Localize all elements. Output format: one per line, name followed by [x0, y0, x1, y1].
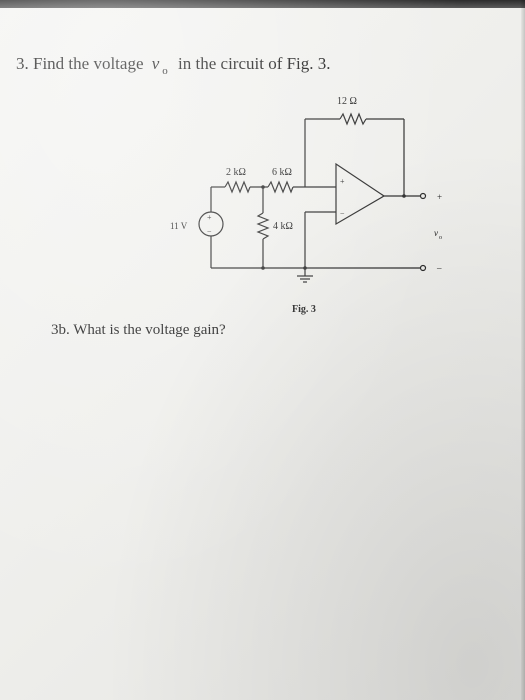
label-source-minus: − [207, 227, 212, 236]
figure-caption: Fig. 3 [292, 304, 316, 315]
junction-node-bottom [261, 266, 265, 270]
label-opamp-minus: − [340, 209, 345, 218]
question-subscript: o [162, 65, 168, 77]
label-2k: 2 kΩ [226, 167, 246, 178]
label-12ohm: 12 Ω [337, 96, 357, 107]
junction-node-top [261, 185, 265, 189]
label-out-var: v [434, 228, 438, 238]
label-source: 11 V [170, 221, 188, 231]
question-number: 3. [16, 54, 29, 73]
opamp-symbol [335, 162, 386, 226]
label-6k: 6 kΩ [272, 167, 292, 178]
label-4k: 4 kΩ [273, 221, 293, 232]
label-out-sub: o [439, 235, 442, 241]
label-out-plus: + [437, 192, 442, 202]
output-terminal-minus [419, 264, 427, 272]
junction-node-output [402, 194, 406, 198]
page-top-edge [0, 0, 525, 8]
resistor-4k [256, 212, 270, 240]
page-right-edge [521, 0, 525, 700]
label-opamp-plus: + [340, 177, 345, 186]
resistor-12ohm [339, 112, 367, 126]
question-suffix: in the circuit of Fig. 3. [178, 54, 331, 73]
question-3b: 3b. What is the voltage gain? [51, 322, 226, 338]
resistor-2k [224, 180, 251, 194]
label-out-minus: – [436, 263, 442, 273]
question-variable: v [151, 54, 160, 73]
resistor-6k [267, 180, 294, 194]
output-terminal-plus [419, 192, 427, 200]
label-source-plus: + [207, 213, 212, 222]
question-prefix: Find the voltage [33, 54, 144, 73]
junction-node-ground [303, 266, 307, 270]
